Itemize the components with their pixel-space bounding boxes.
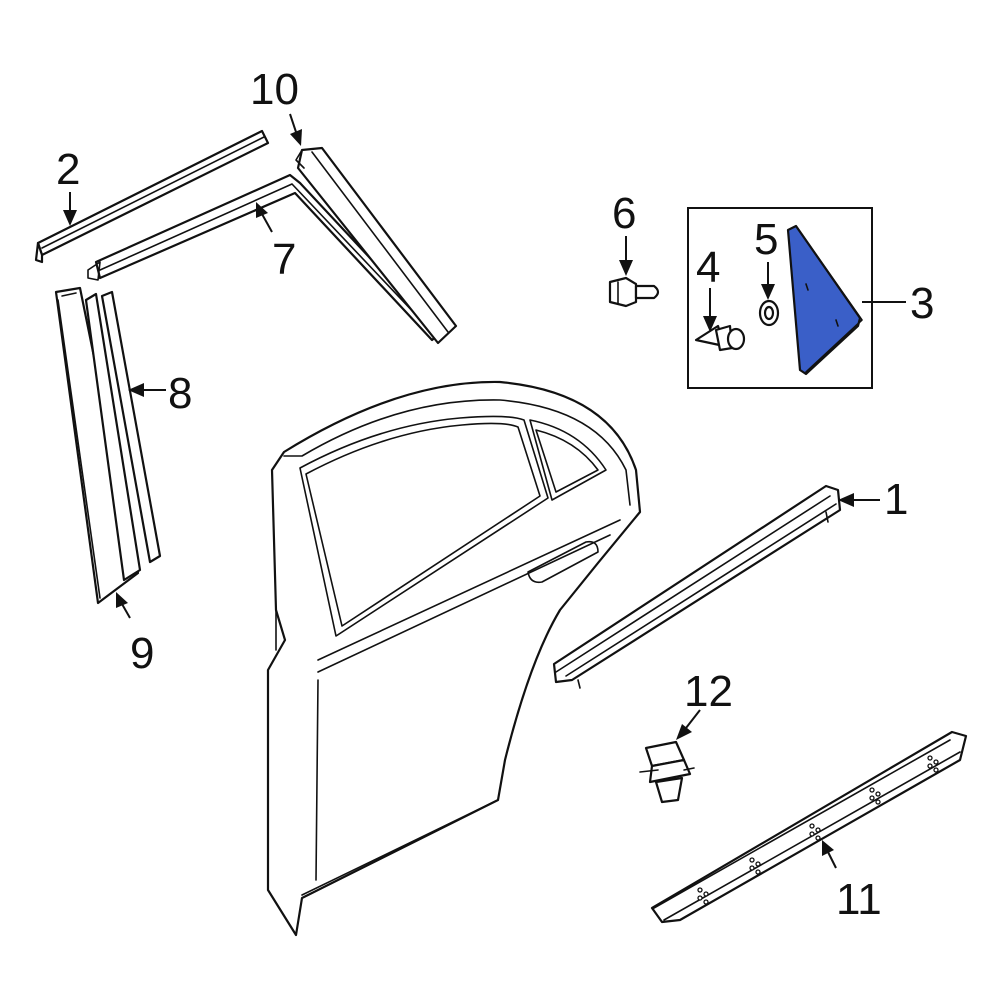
part-3-detail-box — [687, 207, 873, 389]
callout-1: 1 — [884, 475, 908, 524]
callout-12: 12 — [684, 667, 733, 716]
part-10-frame-trim[interactable] — [295, 146, 458, 345]
part-2-molding-strip[interactable] — [34, 129, 270, 264]
callout-2: 2 — [56, 145, 80, 194]
rear-door-shell — [266, 380, 642, 937]
callout-11: 11 — [836, 875, 882, 924]
callout-8: 8 — [168, 369, 192, 418]
part-11-holes — [697, 755, 939, 905]
part-1-belt-weatherstrip[interactable] — [552, 484, 842, 689]
callout-4: 4 — [696, 243, 720, 292]
leader-lines — [63, 113, 906, 869]
part-5-washer[interactable] — [758, 299, 780, 327]
callout-5: 5 — [754, 215, 778, 264]
callout-6: 6 — [612, 189, 636, 238]
part-3-triangle-applique[interactable] — [786, 224, 863, 376]
callout-10: 10 — [250, 65, 299, 114]
callout-9: 9 — [130, 629, 154, 678]
part-6-bolt[interactable] — [608, 276, 660, 308]
part-4-clip[interactable] — [694, 324, 746, 352]
part-12-push-clip[interactable] — [639, 740, 695, 804]
part-8-pillar-seal[interactable] — [84, 290, 162, 582]
callout-7: 7 — [272, 235, 296, 284]
callout-3: 3 — [910, 279, 934, 328]
part-11-rocker-molding[interactable] — [650, 730, 968, 924]
